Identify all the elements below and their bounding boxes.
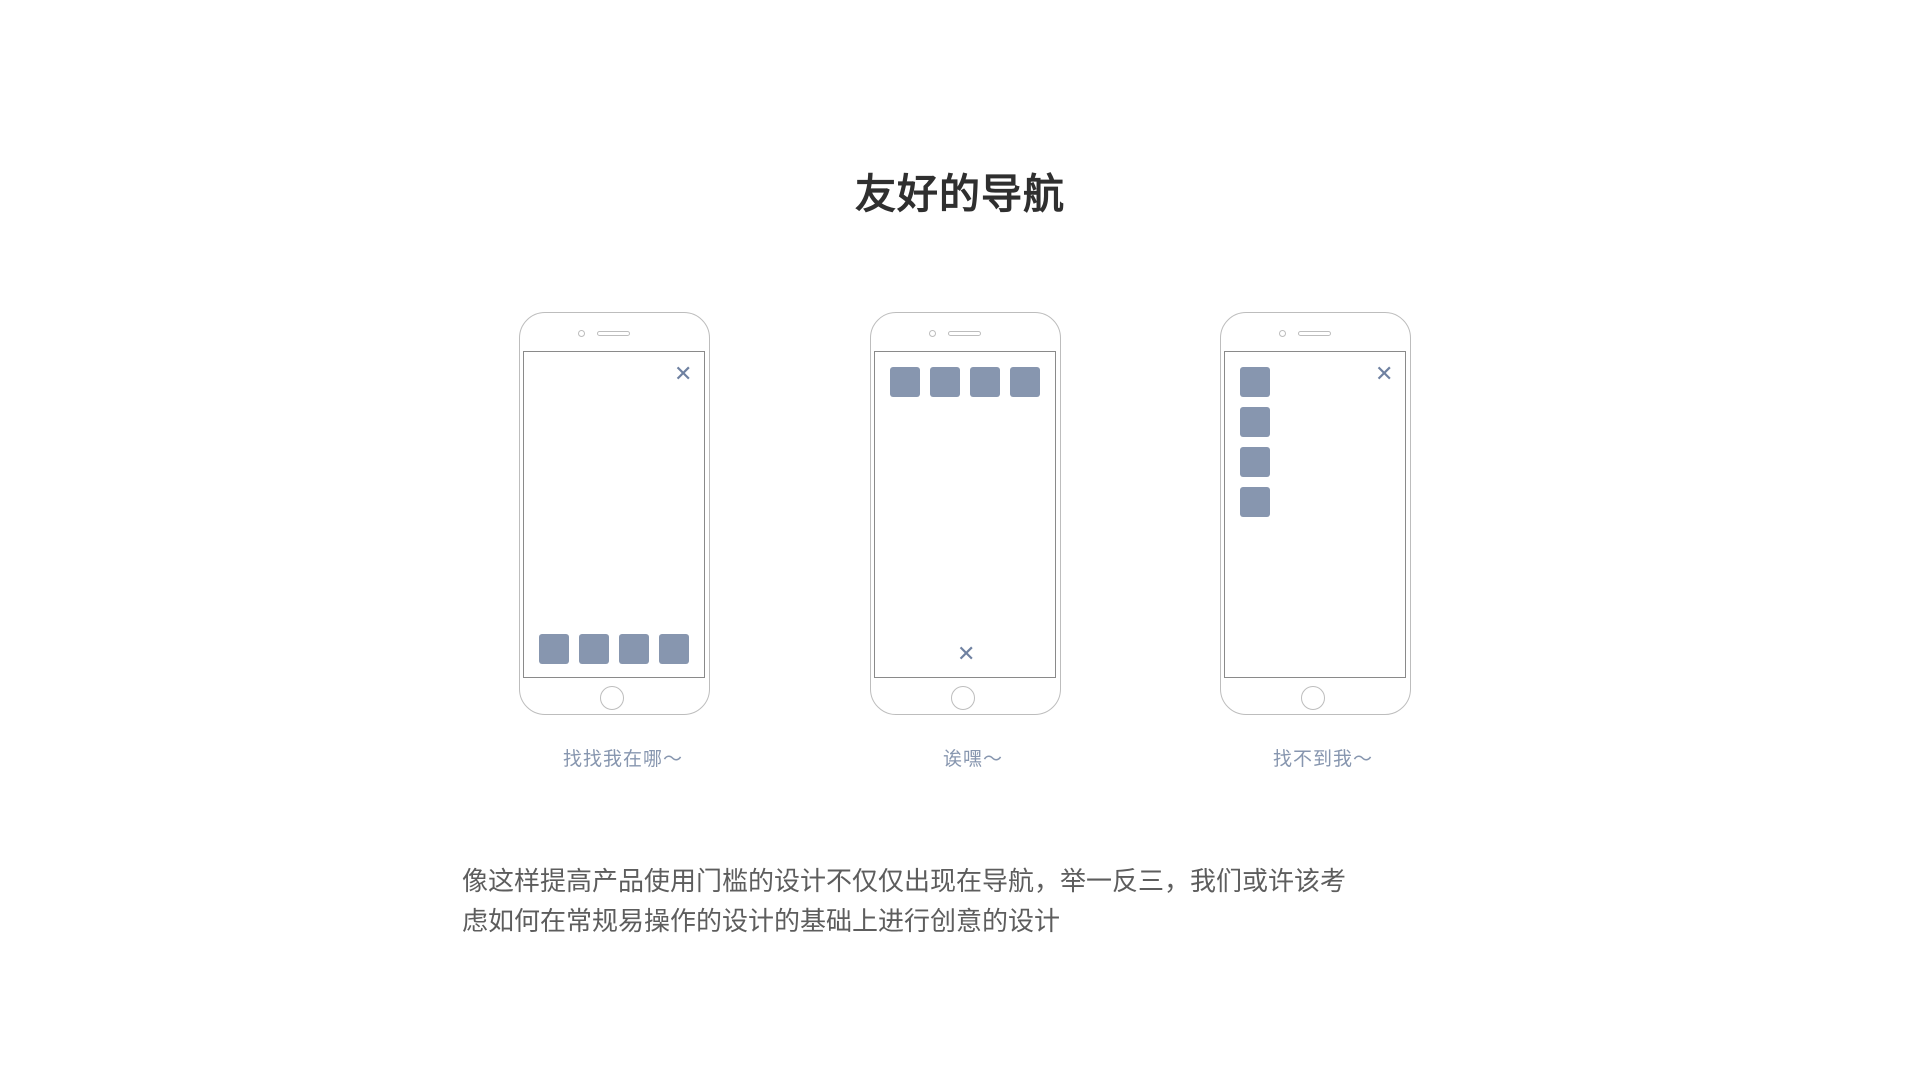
description-line-1: 像这样提高产品使用门槛的设计不仅仅出现在导航，举一反三，我们或许该考	[462, 867, 1347, 897]
phone-screen: ✕	[523, 351, 705, 678]
close-icon[interactable]: ✕	[674, 362, 693, 387]
home-button-icon	[1301, 686, 1325, 710]
phone-screen: ✕	[1224, 351, 1406, 678]
home-button-icon	[951, 686, 975, 710]
speaker-icon	[597, 331, 630, 336]
close-icon[interactable]: ✕	[1375, 362, 1394, 387]
camera-icon	[578, 330, 585, 337]
close-icon[interactable]: ✕	[957, 642, 976, 667]
nav-tile[interactable]	[659, 634, 689, 664]
page-title: 友好的导航	[855, 170, 1065, 218]
nav-tile[interactable]	[619, 634, 649, 664]
camera-icon	[929, 330, 936, 337]
speaker-icon	[1298, 331, 1331, 336]
speaker-icon	[948, 331, 981, 336]
phone-mockup-2: ✕	[870, 312, 1061, 715]
phone-mockup-3: ✕	[1220, 312, 1411, 715]
nav-tile[interactable]	[539, 634, 569, 664]
nav-tile[interactable]	[1240, 487, 1270, 517]
description-paragraph: 像这样提高产品使用门槛的设计不仅仅出现在导航，举一反三，我们或许该考 虑如何在常…	[462, 862, 1462, 942]
nav-tile[interactable]	[1240, 367, 1270, 397]
phone-caption-3: 找不到我～	[1272, 748, 1373, 770]
camera-icon	[1279, 330, 1286, 337]
nav-tile[interactable]	[1240, 447, 1270, 477]
nav-tile[interactable]	[1010, 367, 1040, 397]
phone-caption-1: 找找我在哪～	[562, 748, 683, 770]
phone-screen: ✕	[874, 351, 1056, 678]
phone-caption-2: 诶嘿～	[942, 748, 1003, 770]
home-button-icon	[600, 686, 624, 710]
description-line-2: 虑如何在常规易操作的设计的基础上进行创意的设计	[462, 907, 1061, 937]
nav-tile[interactable]	[970, 367, 1000, 397]
nav-tile[interactable]	[890, 367, 920, 397]
phone-mockup-1: ✕	[519, 312, 710, 715]
nav-tile[interactable]	[579, 634, 609, 664]
nav-tile[interactable]	[1240, 407, 1270, 437]
nav-tile[interactable]	[930, 367, 960, 397]
